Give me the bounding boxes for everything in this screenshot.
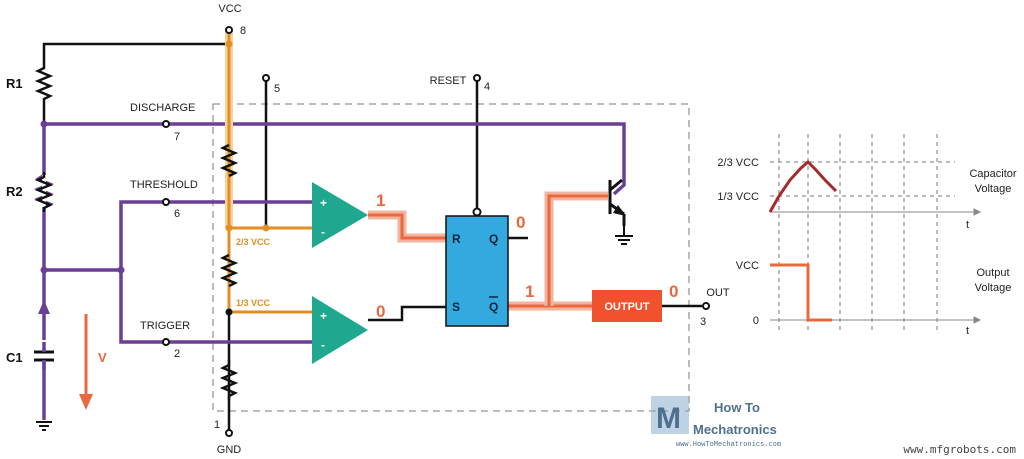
threshold-label: THRESHOLD bbox=[130, 179, 198, 191]
comparator-upper: + - bbox=[312, 182, 368, 248]
watermark: www.mfgrobots.com bbox=[903, 443, 1016, 456]
logic-q: 0 bbox=[516, 213, 525, 232]
timing-axes bbox=[770, 208, 982, 324]
t-axis-1: t bbox=[966, 219, 969, 231]
logo-line1: How To bbox=[714, 400, 760, 415]
pin-terminals bbox=[162, 26, 710, 437]
ref-high-label: 2/3 VCC bbox=[236, 237, 271, 247]
pin-5: 5 bbox=[274, 83, 280, 95]
r2-label: R2 bbox=[6, 184, 23, 199]
pin-2: 2 bbox=[174, 348, 180, 360]
trigger-label: TRIGGER bbox=[140, 320, 190, 332]
divider-resistor-mid bbox=[219, 253, 239, 288]
comparator-lower: + - bbox=[312, 296, 368, 364]
svg-text:-: - bbox=[321, 338, 325, 352]
pin-4: 4 bbox=[484, 81, 490, 93]
cap-high-label: 2/3 VCC bbox=[717, 157, 759, 169]
gnd-label: GND bbox=[217, 444, 242, 456]
resistor-r1 bbox=[34, 60, 54, 124]
pin-8: 8 bbox=[240, 25, 246, 37]
pin-6: 6 bbox=[174, 208, 180, 220]
cap-title-2: Voltage bbox=[975, 183, 1012, 195]
divider-resistor-bottom bbox=[219, 360, 239, 400]
pin-3: 3 bbox=[700, 316, 706, 328]
discharge-label: DISCHARGE bbox=[130, 102, 195, 114]
current-arrow bbox=[38, 300, 50, 314]
ref-low-label: 1/3 VCC bbox=[236, 298, 271, 308]
pin-1: 1 bbox=[214, 419, 220, 431]
cap-title-1: Capacitor bbox=[969, 168, 1016, 180]
ff-r-label: R bbox=[452, 232, 461, 246]
junction-dots bbox=[40, 40, 553, 316]
reference-lines bbox=[229, 226, 312, 314]
logic-comp-upper: 1 bbox=[376, 191, 385, 210]
output-voltage-curve bbox=[770, 263, 832, 322]
out-title-1: Output bbox=[976, 267, 1009, 279]
svg-text:+: + bbox=[320, 309, 327, 323]
purple-wires bbox=[42, 122, 626, 420]
output-block-label: OUTPUT bbox=[604, 301, 650, 313]
ic-outline bbox=[212, 103, 690, 412]
discharge-transistor bbox=[608, 178, 626, 226]
r1-label: R1 bbox=[6, 76, 23, 91]
out-low-label: 0 bbox=[753, 315, 759, 327]
t-axis-2: t bbox=[966, 325, 969, 337]
out-high-label: VCC bbox=[736, 260, 759, 272]
ground-symbol-cap bbox=[36, 421, 52, 431]
reset-label: RESET bbox=[430, 75, 467, 87]
voltage-arrow bbox=[79, 314, 93, 410]
cap-low-label: 1/3 VCC bbox=[717, 191, 759, 203]
ff-qbar-label: Q bbox=[489, 300, 498, 314]
capacitor-c1 bbox=[34, 350, 54, 362]
output-block bbox=[592, 290, 662, 322]
howtomechatronics-logo: M How To Mechatronics www.HowToMechatron… bbox=[651, 396, 781, 449]
ff-q-label: Q bbox=[489, 232, 498, 246]
capacitor-voltage-curve bbox=[768, 159, 838, 213]
out-title-2: Voltage bbox=[975, 282, 1012, 294]
logo-line2: Mechatronics bbox=[693, 422, 777, 437]
flip-flop bbox=[445, 215, 509, 327]
ground-symbol-transistor bbox=[615, 226, 633, 245]
vcc-label: VCC bbox=[218, 3, 241, 15]
svg-text:+: + bbox=[320, 196, 327, 210]
c1-label: C1 bbox=[6, 350, 23, 365]
logo-url: www.HowToMechatronics.com bbox=[676, 441, 781, 449]
logic-comp-lower: 0 bbox=[376, 302, 385, 321]
active-paths bbox=[368, 191, 608, 311]
v-label: V bbox=[98, 350, 107, 365]
divider-resistor-top bbox=[219, 143, 239, 178]
logic-qbar: 1 bbox=[525, 282, 534, 301]
timing-grid bbox=[770, 134, 955, 330]
logic-output: 0 bbox=[669, 282, 678, 301]
out-label: OUT bbox=[706, 287, 730, 299]
ff-s-label: S bbox=[452, 300, 460, 314]
svg-text:M: M bbox=[656, 402, 681, 435]
pin-7: 7 bbox=[174, 131, 180, 143]
svg-text:-: - bbox=[321, 225, 325, 239]
